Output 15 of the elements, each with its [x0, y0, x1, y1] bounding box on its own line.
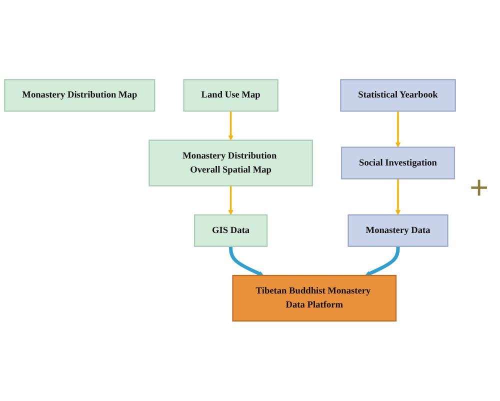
- arrow: [228, 186, 234, 216]
- node-box: Land Use Map: [183, 79, 278, 112]
- node-box: Monastery Data: [348, 214, 448, 248]
- node-box: Statistical Yearbook: [340, 79, 456, 112]
- arrow: [228, 111, 234, 141]
- plus-sign: +: [468, 170, 490, 208]
- arrow: [395, 111, 401, 148]
- node-box: Monastery Distribution Overall Spatial Map: [148, 140, 313, 186]
- arrow: [395, 178, 401, 216]
- node-box: Social Investigation: [340, 146, 456, 180]
- arrow: [229, 246, 264, 276]
- arrow: [365, 246, 400, 276]
- node-box: GIS Data: [194, 214, 268, 248]
- node-box: Monastery Distribution Map: [4, 79, 156, 112]
- node-box: Tibetan Buddhist Monastery Data Platform: [232, 275, 397, 322]
